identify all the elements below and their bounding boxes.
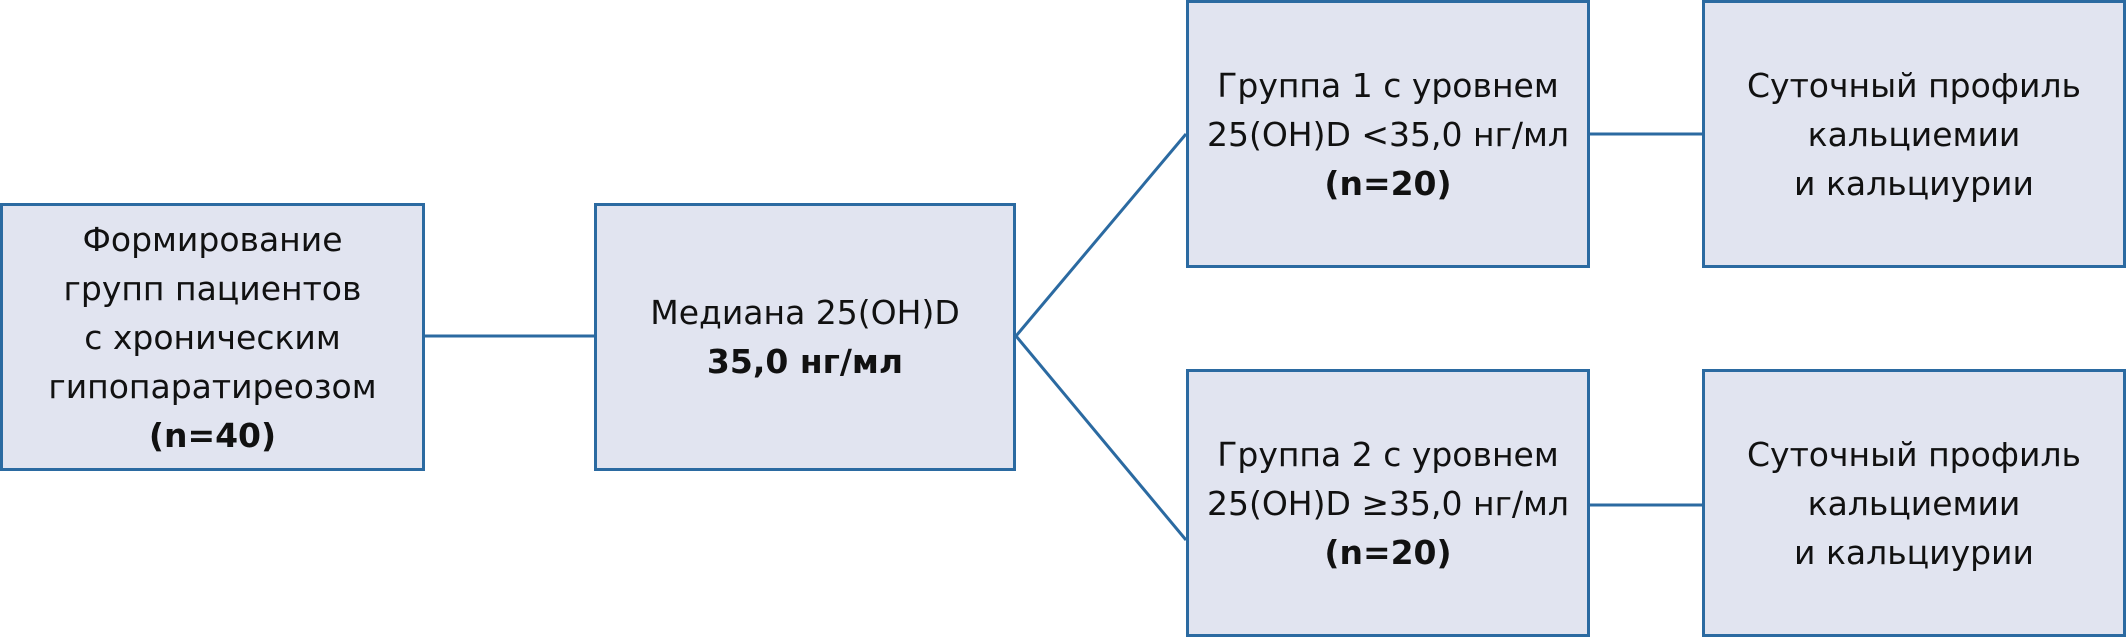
- box-text: Медиана 25(OH)D: [650, 293, 960, 332]
- group1-box: Группа 1 с уровнем 25(OH)D <35,0 нг/мл (…: [1186, 0, 1590, 268]
- profile1-box: Суточный профиль кальциемии и кальциурии: [1702, 0, 2126, 268]
- box-text: с хроническим: [84, 317, 341, 357]
- box-text: и кальциурии: [1794, 163, 2034, 203]
- connector-median-group2: [1014, 335, 1188, 541]
- box-text: гипопаратиреозом: [48, 366, 377, 406]
- box-text: кальциемии: [1807, 114, 2021, 154]
- patient-count: (n=20): [1324, 163, 1452, 203]
- patient-count: (n=20): [1324, 532, 1452, 572]
- box-text: Формирование: [82, 219, 343, 259]
- median-box: Медиана 25(OH)D 35,0 нг/мл: [594, 203, 1016, 471]
- box-text: и кальциурии: [1794, 532, 2034, 572]
- group2-box: Группа 2 с уровнем 25(OH)D ≥35,0 нг/мл (…: [1186, 369, 1590, 637]
- box-text: 25(OH)D ≥35,0 нг/мл: [1206, 483, 1570, 523]
- box-text: кальциемии: [1807, 483, 2021, 523]
- median-value: 35,0 нг/мл: [706, 342, 904, 381]
- box-text: Суточный профиль: [1747, 65, 2081, 105]
- box-text: 25(OH)D <35,0 нг/мл: [1206, 114, 1570, 154]
- connector-median-group1: [1014, 133, 1188, 337]
- box-text: Группа 1 с уровнем: [1217, 65, 1559, 105]
- patient-count: (n=40): [148, 415, 277, 455]
- box-text: групп пациентов: [63, 268, 362, 308]
- box-text: Группа 2 с уровнем: [1217, 434, 1559, 474]
- box-text: Суточный профиль: [1747, 434, 2081, 474]
- formation-box: Формирование групп пациентов с хроническ…: [0, 203, 425, 471]
- profile2-box: Суточный профиль кальциемии и кальциурии: [1702, 369, 2126, 637]
